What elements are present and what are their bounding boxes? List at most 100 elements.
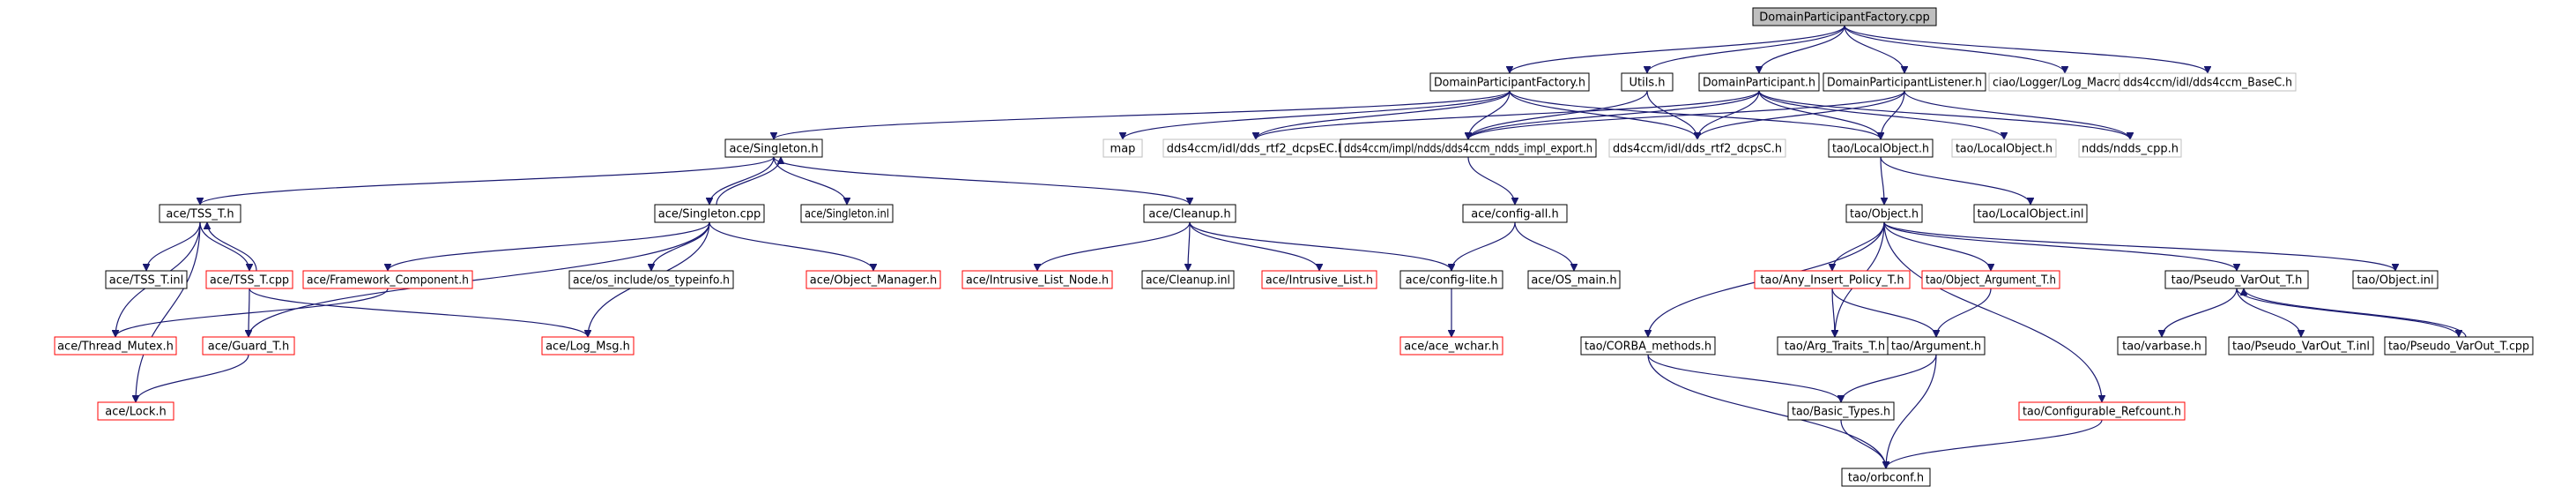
node-box: [1399, 336, 1503, 356]
edge-tao_object_h-to-tao_pseudo_varout_t_h: [1883, 221, 2237, 272]
node-basec-h[interactable]: dds4ccm/idl/dds4ccm_BaseC.h: [2119, 72, 2297, 92]
edge-tao_pseudo_varout_t_h-to-tao_pseudo_varout_t_inl: [2236, 288, 2301, 338]
node-dpl-h[interactable]: DomainParticipantListener.h: [1823, 72, 1986, 92]
node-box: [2117, 336, 2207, 356]
node-label: DomainParticipantFactory.h: [1434, 77, 1585, 90]
node-ndds-cpp-h[interactable]: ndds/ndds_cpp.h: [2078, 138, 2182, 158]
node-tao-object-h[interactable]: tao/Object.h: [1845, 204, 1923, 223]
node-dp-h[interactable]: DomainParticipant.h: [1698, 72, 1820, 92]
node-label: tao/Pseudo_VarOut_T.inl: [2232, 341, 2370, 354]
node-ace-singleton-cpp[interactable]: ace/Singleton.cpp: [654, 204, 765, 223]
node-ace-os-typeinfo-h[interactable]: ace/os_include/os_typeinfo.h: [568, 270, 734, 289]
edge-tao_any_insert_policy_t_h-to-tao_arg_traits_t_h: [1832, 288, 1835, 337]
node-label: ace/Object_Manager.h: [810, 274, 938, 288]
node-ace-thread-mutex-h[interactable]: ace/Thread_Mutex.h: [54, 336, 177, 356]
node-tao-argument-h[interactable]: tao/Argument.h: [1887, 336, 1986, 356]
node-label: tao/orbconf.h: [1848, 472, 1924, 485]
node-ace-singleton-inl[interactable]: ace/Singleton.inl: [800, 204, 894, 223]
edge-ace_tss_t_h-to-ace_tss_t_inl: [146, 221, 201, 272]
node-ace-framework-component-h[interactable]: ace/Framework_Component.h: [302, 270, 473, 289]
node-label: DomainParticipantFactory.cpp: [1759, 11, 1929, 25]
node-label: tao/CORBA_methods.h: [1585, 341, 1711, 354]
node-tao-object-inl[interactable]: tao/Object.inl: [2352, 270, 2439, 289]
node-box: [1621, 72, 1674, 92]
edge-tao_localobject_h_b-to-tao_localobject_inl: [1880, 156, 2030, 206]
edge-ace_singleton_h-to-ace_singleton_cpp: [709, 156, 775, 206]
edge-tao_object_h-to-tao_object_argument_t_h: [1883, 221, 1991, 272]
node-tao-object-argument-t-h[interactable]: tao/Object_Argument_T.h: [1921, 270, 2060, 289]
node-tao-localobject-inl[interactable]: tao/LocalObject.inl: [1973, 204, 2088, 223]
edge-root-to-utils_h: [1647, 25, 1845, 74]
edge-tao_basic_types_h-to-tao_orbconf_h: [1840, 419, 1886, 469]
node-tao-pseudo-varout-t-h[interactable]: tao/Pseudo_VarOut_T.h: [2164, 270, 2309, 289]
edge-dp_h-to-tao_localobject_h_g: [1758, 90, 2004, 140]
edge-tao_pseudo_varout_t_h-to-tao_varbase_h: [2162, 288, 2238, 338]
node-label: ace/config-all.h: [1471, 208, 1559, 221]
edge-tao_localobject_h_b-to-tao_object_h: [1880, 156, 1884, 205]
node-box: [302, 270, 473, 289]
node-box: [1921, 270, 2060, 289]
node-box: [1787, 401, 1895, 421]
node-tao-arg-traits-t-h[interactable]: tao/Arg_Traits_T.h: [1777, 336, 1893, 356]
node-utils-h[interactable]: Utils.h: [1621, 72, 1674, 92]
edge-ace_singleton_h-to-ace_cleanup_h: [773, 156, 1190, 206]
node-ace-cleanup-inl[interactable]: ace/Cleanup.inl: [1141, 270, 1235, 289]
node-box: [541, 336, 635, 356]
node-tao-corba-methods-h[interactable]: tao/CORBA_methods.h: [1580, 336, 1716, 356]
edge-tao_object_h-to-tao_configurable_refcount_h: [1883, 221, 2102, 402]
node-ace-config-all-h[interactable]: ace/config-all.h: [1462, 204, 1568, 223]
node-ace-intrusive-list-node-h[interactable]: ace/Intrusive_List_Node.h: [961, 270, 1113, 289]
node-ace-ace-wchar-h[interactable]: ace/ace_wchar.h: [1399, 336, 1503, 356]
node-ace-object-manager-h[interactable]: ace/Object_Manager.h: [805, 270, 941, 289]
node-impl-export-h[interactable]: dds4ccm/impl/ndds/dds4ccm_ndds_impl_expo…: [1340, 138, 1597, 158]
node-box: [1340, 138, 1597, 158]
node-ace-singleton-h[interactable]: ace/Singleton.h: [724, 138, 823, 158]
node-box: [961, 270, 1113, 289]
edge-dp_h-to-dcpsc_h: [1697, 90, 1760, 140]
edges-layer: [115, 25, 2467, 469]
node-ace-intrusive-list-h[interactable]: ace/Intrusive_List.h: [1261, 270, 1377, 289]
node-label: ace/config-lite.h: [1406, 274, 1498, 288]
node-ace-config-lite-h[interactable]: ace/config-lite.h: [1399, 270, 1503, 289]
edge-root-to-ciao_logger: [1844, 25, 2065, 74]
node-box: [805, 270, 941, 289]
node-ace-guard-t-h[interactable]: ace/Guard_T.h: [202, 336, 295, 356]
node-tao-pseudo-varout-t-cpp[interactable]: tao/Pseudo_VarOut_T.cpp: [2384, 336, 2534, 356]
node-tao-configurable-refcount-h[interactable]: tao/Configurable_Refcount.h: [2018, 401, 2186, 421]
node-ace-cleanup-h[interactable]: ace/Cleanup.h: [1143, 204, 1236, 223]
node-tao-any-insert-policy-t-h[interactable]: tao/Any_Insert_Policy_T.h: [1754, 270, 1911, 289]
node-tao-localobject-h-g[interactable]: tao/LocalObject.h: [1951, 138, 2057, 158]
edge-impl_export_h-to-ace_config_all_h: [1467, 156, 1515, 206]
node-ciao-logger[interactable]: ciao/Logger/Log_Macros.h: [1988, 72, 2142, 92]
node-label: tao/Any_Insert_Policy_T.h: [1760, 274, 1904, 288]
node-ace-os-main-h[interactable]: ace/OS_main.h: [1527, 270, 1621, 289]
node-tao-basic-types-h[interactable]: tao/Basic_Types.h: [1787, 401, 1895, 421]
node-tao-pseudo-varout-t-inl[interactable]: tao/Pseudo_VarOut_T.inl: [2228, 336, 2374, 356]
node-label: DomainParticipantListener.h: [1827, 77, 1982, 90]
node-tao-localobject-h-b[interactable]: tao/LocalObject.h: [1828, 138, 1934, 158]
node-tao-orbconf-h[interactable]: tao/orbconf.h: [1841, 468, 1931, 487]
node-box: [1841, 468, 1931, 487]
node-ace-tss-t-inl[interactable]: ace/TSS_T.inl: [105, 270, 188, 289]
node-label: tao/Object.h: [1850, 208, 1919, 221]
node-ace-tss-t-h[interactable]: ace/TSS_T.h: [159, 204, 241, 223]
node-label: tao/Object_Argument_T.h: [1926, 274, 2056, 288]
node-box: [1462, 204, 1568, 223]
node-root[interactable]: DomainParticipantFactory.cpp: [1752, 7, 1937, 26]
node-label: ace/Log_Msg.h: [546, 341, 630, 354]
edge-ace_singleton_cpp-to-ace_object_manager_h: [709, 221, 873, 272]
edge-tao_argument_h-to-tao_basic_types_h: [1841, 354, 1937, 403]
node-tao-varbase-h[interactable]: tao/varbase.h: [2117, 336, 2207, 356]
node-map[interactable]: map: [1102, 138, 1143, 158]
node-box: [1429, 72, 1590, 92]
node-label: dds4ccm/impl/ndds/dds4ccm_ndds_impl_expo…: [1344, 143, 1592, 156]
node-dcpsec-h[interactable]: dds4ccm/idl/dds_rtf2_dcpsEC.h: [1162, 138, 1349, 158]
node-dpf-h[interactable]: DomainParticipantFactory.h: [1429, 72, 1590, 92]
node-dcpsc-h[interactable]: dds4ccm/idl/dds_rtf2_dcpsC.h: [1608, 138, 1786, 158]
node-box: [1973, 204, 2088, 223]
node-ace-tss-t-cpp[interactable]: ace/TSS_T.cpp: [205, 270, 293, 289]
node-ace-lock-h[interactable]: ace/Lock.h: [97, 401, 174, 421]
nodes-layer: DomainParticipantFactory.cppDomainPartic…: [54, 7, 2534, 487]
node-ace-log-msg-h[interactable]: ace/Log_Msg.h: [541, 336, 635, 356]
edge-tao_pseudo_varout_t_cpp-to-tao_pseudo_varout_t_h: [2244, 288, 2467, 338]
